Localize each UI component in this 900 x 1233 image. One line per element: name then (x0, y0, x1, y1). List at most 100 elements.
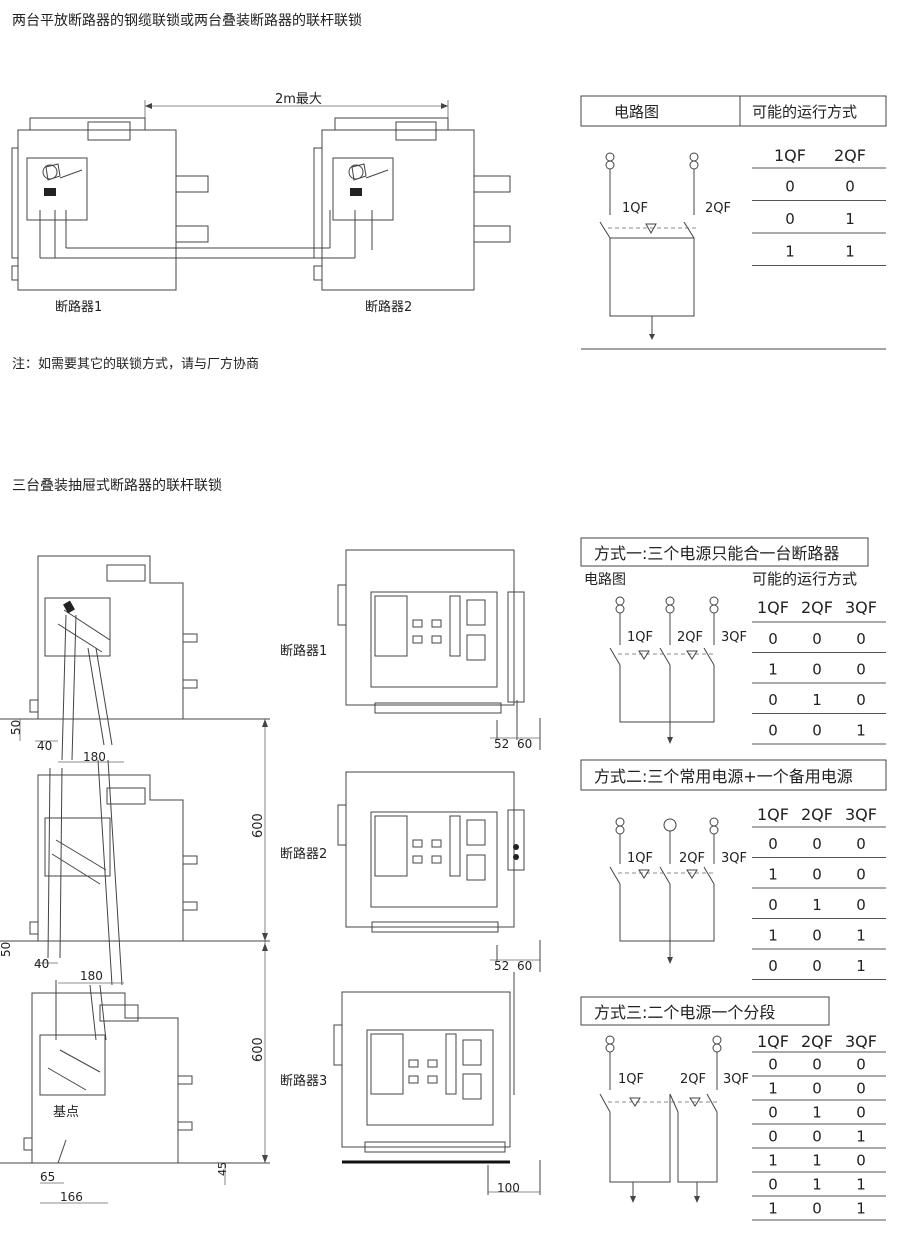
dim-600b: 600 (251, 1037, 266, 1062)
mode3-table-cell: 1 (768, 1079, 778, 1097)
mode2-table-header-1: 1QF (757, 805, 789, 824)
mode2-table-cell: 0 (768, 957, 778, 975)
mode2-qf3: 3QF (721, 851, 747, 866)
section1-note: 注：如需要其它的联锁方式，请与厂方协商 (12, 356, 259, 372)
mode3-table-cell: 1 (856, 1199, 866, 1217)
section1-circuit-header: 电路图 (614, 103, 659, 121)
dim-40a: 40 (37, 739, 52, 753)
mode3-table-header-3: 3QF (845, 1032, 877, 1051)
distance-label: 2m最大 (275, 92, 322, 107)
section1-qf2-label: 2QF (705, 201, 731, 216)
mode1-table-header-1: 1QF (757, 598, 789, 617)
mode3-circuit (599, 1035, 722, 1203)
mode2-table-cell: 0 (812, 835, 822, 853)
mode2-table-cell: 0 (768, 835, 778, 853)
dim-60b: 60 (517, 959, 532, 973)
mode3-table-cell: 0 (856, 1055, 866, 1073)
mode2-title: 方式二:三个常用电源+一个备用电源 (594, 767, 853, 786)
mode1-table-cell: 0 (856, 630, 866, 648)
mode3-table-cell: 0 (856, 1103, 866, 1121)
section2-title: 三台叠装抽屉式断路器的联杆联锁 (12, 478, 222, 494)
stack-breaker1-label: 断路器1 (280, 643, 327, 659)
mode1-table-cell: 0 (768, 630, 778, 648)
mode3-table-cell: 1 (812, 1151, 822, 1169)
section1-title: 两台平放断路器的钢缆联锁或两台叠装断路器的联杆联锁 (12, 13, 362, 29)
mode2-table-cell: 0 (768, 896, 778, 914)
mode1-table-cell: 0 (812, 660, 822, 678)
mode3-table-cell: 1 (856, 1175, 866, 1193)
mode3-qf2: 2QF (680, 1072, 706, 1087)
breaker2-drawing: 断路器2 (313, 117, 511, 315)
mode1-qf1: 1QF (627, 630, 653, 645)
section1-table-header-2: 2QF (834, 146, 866, 165)
section1-table-cell: 1 (845, 210, 855, 228)
section1-table-cell: 0 (785, 210, 795, 228)
mode2-table-cell: 1 (856, 926, 866, 944)
mode1-ops-header: 可能的运行方式 (752, 570, 857, 588)
breaker2-label: 断路器2 (365, 299, 412, 315)
dimension-labels: 50 40 180 600 50 40 180 600 65 166 45 52… (0, 720, 532, 1204)
mode3-title: 方式三:二个电源一个分段 (594, 1003, 775, 1022)
mode3-table-cell: 0 (812, 1055, 822, 1073)
mode3-table-header-1: 1QF (757, 1032, 789, 1051)
mode2-table-cell: 0 (812, 957, 822, 975)
mode3-table-header-2: 2QF (801, 1032, 833, 1051)
section1-table-cell: 1 (785, 242, 795, 260)
mode1-table-header-3: 3QF (845, 598, 877, 617)
dim-50a: 50 (9, 720, 23, 735)
mode1-circuit (609, 596, 719, 744)
mode3-table-cell: 1 (768, 1151, 778, 1169)
mode2-qf1: 1QF (627, 851, 653, 866)
mode1-table-cell: 0 (768, 691, 778, 709)
section1-circuit-panel: 电路图 可能的运行方式 1QF 2QF (580, 95, 887, 350)
breaker1-drawing: 断路器1 (11, 117, 355, 315)
stack-breaker3-label: 断路器3 (280, 1073, 327, 1089)
dim-45: 45 (216, 1162, 229, 1176)
mode3-table-cell: 1 (812, 1175, 822, 1193)
base-point-label: 基点 (53, 1105, 79, 1120)
dim-180b: 180 (80, 969, 103, 983)
mode2-table-cell: 0 (856, 896, 866, 914)
dim-50b: 50 (0, 942, 13, 957)
mode2-table-cell: 1 (812, 896, 822, 914)
mode3-table-cell: 0 (812, 1079, 822, 1097)
mode3-table-cell: 0 (768, 1127, 778, 1145)
mode2-table-cell: 0 (856, 865, 866, 883)
section1-table-header-1: 1QF (774, 146, 806, 165)
section1-qf1-label: 1QF (622, 201, 648, 216)
front-views (333, 549, 541, 1195)
dim-100: 100 (497, 1181, 520, 1195)
mode3-qf1: 1QF (618, 1072, 644, 1087)
dim-600a: 600 (251, 813, 266, 838)
mode3-table-cell: 0 (768, 1055, 778, 1073)
mode3-table-cell: 0 (812, 1199, 822, 1217)
mode2-table-cell: 0 (812, 865, 822, 883)
mode2-table-header-3: 3QF (845, 805, 877, 824)
mode2-circuit (609, 817, 719, 964)
dim-180a: 180 (83, 750, 106, 764)
distance-dimension: 2m最大 (144, 92, 449, 130)
mode1-table-cell: 1 (768, 660, 778, 678)
mode1-qf2: 2QF (677, 630, 703, 645)
mode1-table-cell: 1 (812, 691, 822, 709)
breaker1-label: 断路器1 (55, 299, 102, 315)
mode1-table-cell: 0 (856, 691, 866, 709)
mode3-table-cell: 1 (856, 1127, 866, 1145)
dim-52b: 52 (494, 959, 509, 973)
mode3-table-cell: 0 (768, 1175, 778, 1193)
section1-ops-header: 可能的运行方式 (752, 103, 857, 121)
mode2-table-cell: 1 (768, 865, 778, 883)
dim-52a: 52 (494, 737, 509, 751)
mode3-table-cell: 0 (856, 1079, 866, 1097)
mode1-title: 方式一:三个电源只能合一台断路器 (594, 544, 839, 563)
mode2-table-cell: 1 (856, 957, 866, 975)
mode1-title-box (580, 537, 869, 567)
mode2-table-cell: 0 (812, 926, 822, 944)
mode1-table-header-2: 2QF (801, 598, 833, 617)
mode2-title-box (580, 759, 887, 791)
